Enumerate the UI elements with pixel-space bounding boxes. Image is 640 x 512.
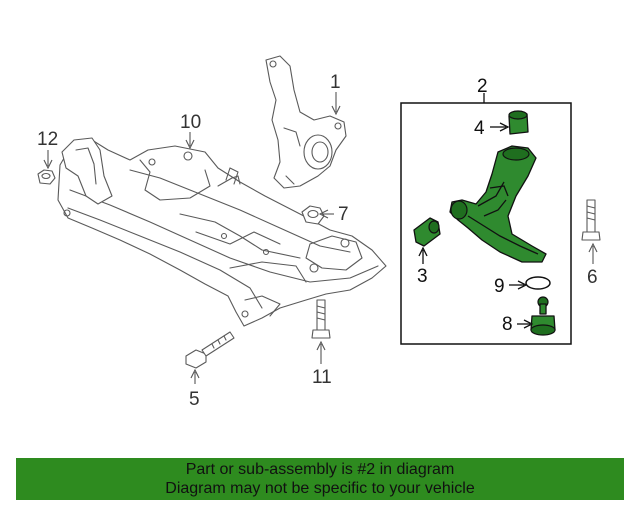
rear-bushing [508, 110, 529, 135]
disclaimer-banner: Part or sub-assembly is #2 in diagram Di… [16, 458, 624, 500]
ball-joint [530, 296, 556, 336]
callout-4: 4 [474, 118, 485, 139]
snap-ring [525, 276, 551, 290]
front-bushing [413, 217, 441, 247]
banner-line-1: Part or sub-assembly is #2 in diagram [185, 461, 455, 478]
callout-2: 2 [477, 76, 488, 97]
lower-control-arm [449, 145, 547, 263]
assembly-frame [400, 102, 572, 345]
callout-7: 7 [338, 204, 349, 225]
callout-11: 11 [312, 367, 332, 388]
callout-6: 6 [587, 267, 598, 288]
callout-12: 12 [37, 129, 58, 150]
callout-10: 10 [180, 112, 201, 133]
banner-line-2: Diagram may not be specific to your vehi… [165, 480, 475, 497]
callout-9: 9 [494, 276, 505, 297]
flange-nut [37, 169, 56, 185]
callout-8: 8 [502, 314, 513, 335]
side-bolt [581, 199, 601, 241]
bolt [185, 331, 235, 369]
long-bolt [311, 299, 331, 339]
nut [301, 205, 325, 225]
steering-knuckle [265, 55, 347, 189]
callout-1: 1 [330, 72, 341, 93]
crossmember-subframe [57, 137, 387, 327]
leader-lines [43, 92, 598, 384]
callout-5: 5 [189, 389, 200, 410]
callout-3: 3 [417, 266, 428, 287]
